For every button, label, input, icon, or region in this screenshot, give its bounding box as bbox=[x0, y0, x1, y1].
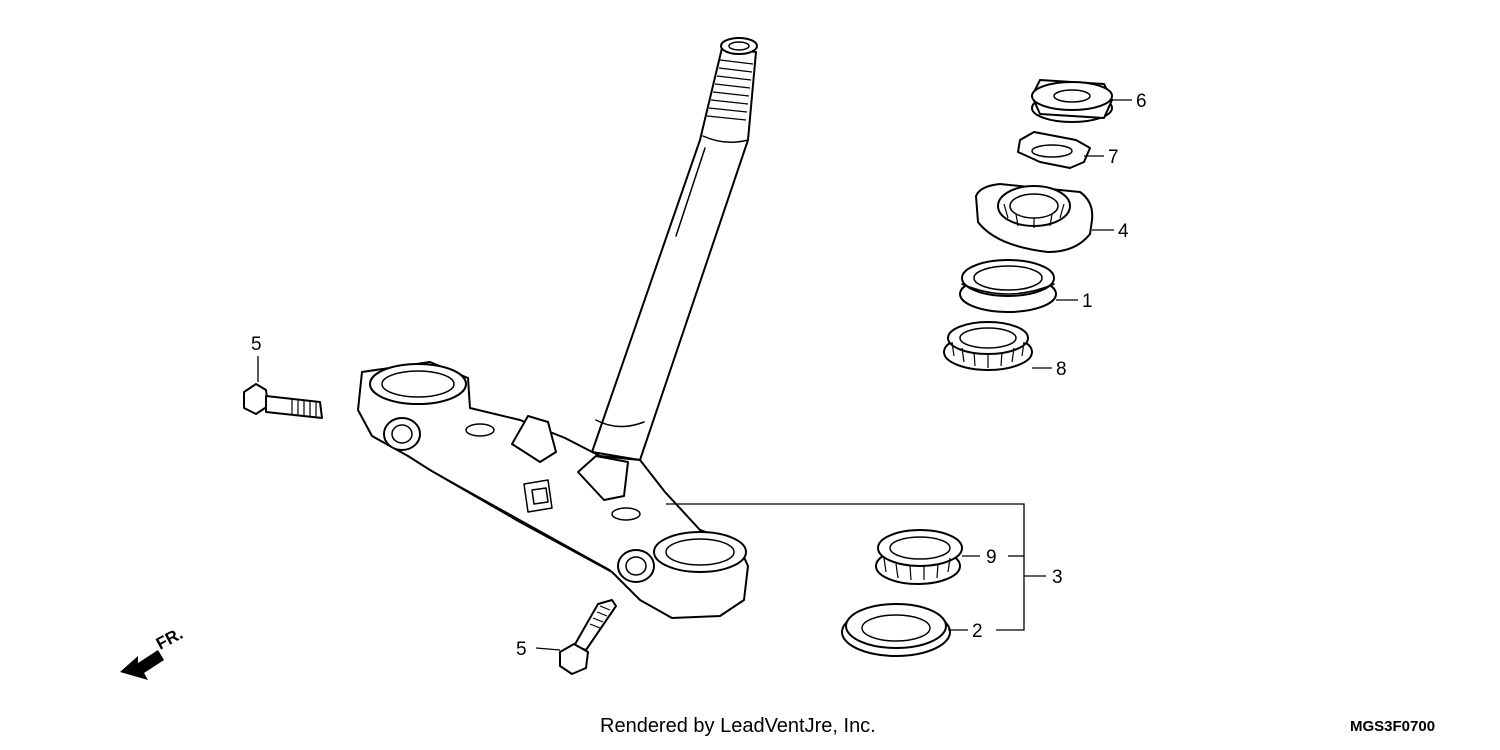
diagram-code: MGS3F0700 bbox=[1350, 718, 1435, 735]
callout-5-lower: 5 bbox=[516, 639, 527, 660]
flange-bolt-upper[interactable] bbox=[243, 383, 323, 419]
lower-bearing[interactable] bbox=[875, 529, 963, 585]
render-credit: Rendered by LeadVentJre, Inc. bbox=[600, 715, 876, 737]
callout-3: 3 bbox=[1052, 567, 1063, 588]
front-direction-indicator: FR. bbox=[120, 624, 186, 680]
flange-bolt-lower[interactable] bbox=[559, 599, 617, 675]
lower-dust-seal[interactable] bbox=[841, 603, 951, 657]
callout-6: 6 bbox=[1136, 91, 1147, 112]
callout-9: 9 bbox=[986, 547, 997, 568]
callout-8: 8 bbox=[1056, 359, 1067, 380]
lock-washer[interactable] bbox=[1017, 131, 1091, 169]
upper-bearing-race[interactable] bbox=[959, 259, 1057, 313]
callout-2: 2 bbox=[972, 621, 983, 642]
upper-bearing[interactable] bbox=[943, 321, 1033, 371]
direction-arrow-icon bbox=[120, 650, 164, 680]
assembly-bracket-3 bbox=[666, 503, 1046, 631]
steering-stem-assembly[interactable] bbox=[357, 37, 758, 619]
callout-1: 1 bbox=[1082, 291, 1093, 312]
adjusting-nut[interactable] bbox=[975, 183, 1094, 253]
lock-nut[interactable] bbox=[1031, 79, 1113, 123]
callout-7: 7 bbox=[1108, 147, 1119, 168]
callout-4: 4 bbox=[1118, 221, 1129, 242]
callout-5-upper: 5 bbox=[251, 334, 262, 355]
direction-arrow-label: FR. bbox=[153, 624, 186, 654]
